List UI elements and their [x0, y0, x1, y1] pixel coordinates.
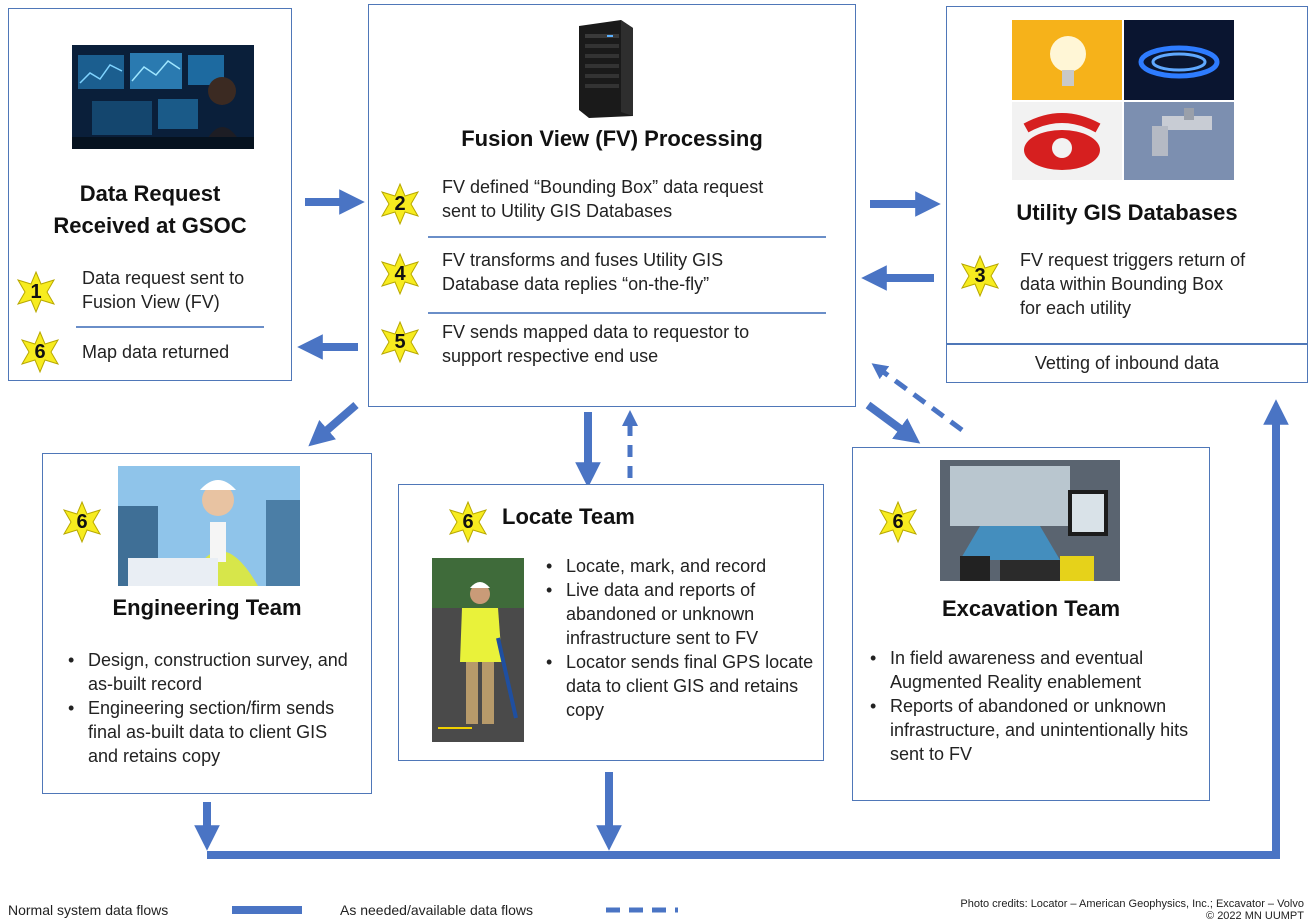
fv-title: Fusion View (FV) Processing	[461, 126, 763, 151]
step-5-text: FV sends mapped data to requestor to sup…	[442, 322, 750, 366]
excavation-number: 6	[892, 511, 904, 533]
locate-bullets: Locate, mark, and record Live data and r…	[540, 554, 820, 722]
engineering-bullet: Engineering section/firm sends final as-…	[62, 696, 362, 768]
arrow-fv-to-excavation	[865, 401, 921, 444]
utility-title: Utility GIS Databases	[1016, 200, 1238, 225]
step-1-number: 1	[30, 281, 42, 303]
step-3-star-icon	[960, 254, 1000, 298]
locate-title: Locate Team	[502, 504, 635, 529]
engineering-title: Engineering Team	[112, 595, 302, 620]
engineering-star-icon	[62, 500, 102, 544]
step-5-star-icon	[380, 320, 420, 364]
photo-credits: Photo credits: Locator – American Geophy…	[960, 898, 1304, 922]
gsoc-divider	[76, 326, 264, 328]
legend-normal-label: Normal system data flows	[8, 902, 169, 918]
locate-number: 6	[462, 511, 474, 533]
fv-divider-1	[428, 236, 826, 238]
step-2-text: FV defined “Bounding Box” data request s…	[442, 177, 764, 221]
excavation-title: Excavation Team	[941, 596, 1121, 621]
locate-bullet: Locator sends final GPS locate data to c…	[540, 650, 820, 722]
arrow-excavation-to-fv-dashed	[871, 363, 964, 433]
utility-icons-collage	[1012, 20, 1234, 180]
server-icon	[573, 20, 635, 118]
engineer-photo	[118, 466, 300, 586]
excavator-cab-photo	[940, 460, 1120, 581]
gsoc-operator-photo	[72, 45, 254, 149]
excavation-star-icon	[878, 500, 918, 544]
step-3-number: 3	[974, 265, 986, 287]
vetting-text: Vetting of inbound data	[1034, 353, 1220, 373]
excavation-bullet: In field awareness and eventual Augmente…	[864, 646, 1204, 694]
step-4-text: FV transforms and fuses Utility GIS Data…	[442, 250, 724, 294]
step-5-number: 5	[394, 331, 406, 353]
excavation-bullets: In field awareness and eventual Augmente…	[864, 646, 1204, 766]
excavation-bullet: Reports of abandoned or unknown infrastr…	[864, 694, 1204, 766]
step-3-text: FV request triggers return of data withi…	[1020, 250, 1246, 318]
step-4-star-icon	[380, 252, 420, 296]
arrow-fv-to-engineering	[308, 401, 359, 447]
locate-star-icon	[448, 500, 488, 544]
locate-bullet: Live data and reports of abandoned or un…	[540, 578, 820, 650]
legend-as-needed-label: As needed/available data flows	[340, 902, 534, 918]
step-6-number: 6	[34, 341, 46, 363]
locate-bullet: Locate, mark, and record	[540, 554, 820, 578]
step-2-number: 2	[394, 193, 406, 215]
step-1-star-icon	[16, 270, 56, 314]
engineering-bullets: Design, construction survey, and as-buil…	[62, 648, 362, 768]
engineering-number: 6	[76, 511, 88, 533]
fv-divider-2	[428, 312, 826, 314]
locator-photo	[432, 558, 524, 742]
return-path	[207, 399, 1289, 859]
step-2-star-icon	[380, 182, 420, 226]
utility-divider	[946, 343, 1308, 345]
step-4-number: 4	[394, 263, 406, 285]
step-1-text: Data request sent to Fusion View (FV)	[82, 268, 245, 312]
engineering-bullet: Design, construction survey, and as-buil…	[62, 648, 362, 696]
gsoc-title: Data Request Received at GSOC	[53, 181, 247, 238]
step-6-text: Map data returned	[82, 342, 230, 362]
step-6-star-icon	[20, 330, 60, 374]
